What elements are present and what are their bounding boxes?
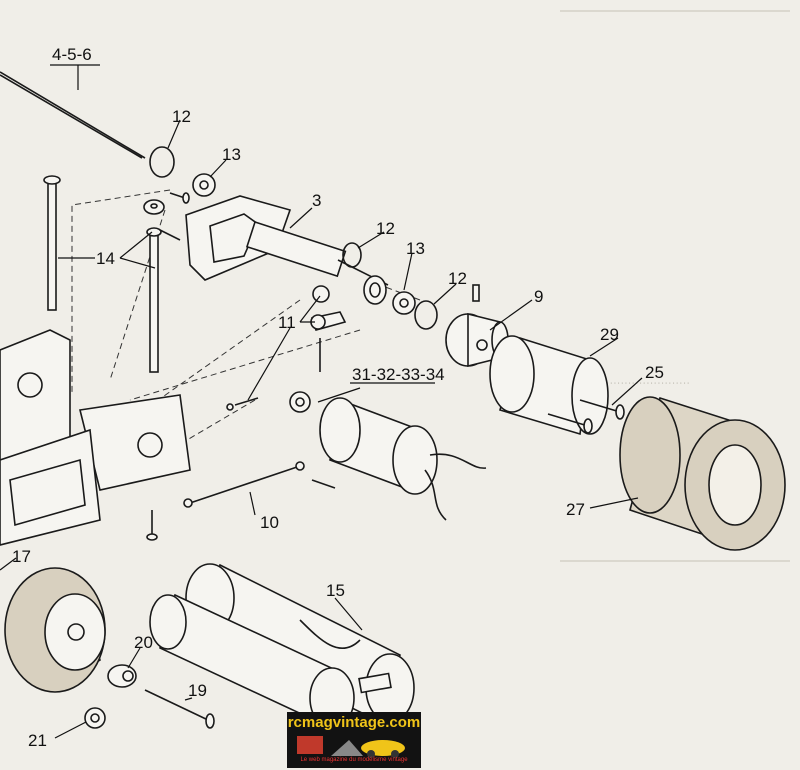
axle-rod xyxy=(0,71,146,159)
part-label: 25 xyxy=(645,363,664,382)
bearing xyxy=(192,173,216,197)
linkage-rod xyxy=(183,461,305,508)
part-label: 17 xyxy=(12,547,31,566)
part-label: 12 xyxy=(376,219,395,238)
wheel-bushing xyxy=(107,664,137,688)
motor-mount-plate xyxy=(185,195,389,305)
screw xyxy=(169,192,190,204)
pinion-gear xyxy=(289,391,311,413)
part-labels: 4-5-6 12 13 3 12 13 12 9 14 11 31-32-33-… xyxy=(12,45,664,750)
part-label: 21 xyxy=(28,731,47,750)
lock-nut xyxy=(84,707,106,729)
logo-tagline: Le web magazine du modélisme vintage xyxy=(300,757,408,763)
e-clip xyxy=(149,146,175,178)
rear-wheel-rim xyxy=(489,335,609,436)
battery-pack xyxy=(149,563,415,729)
part-label: 19 xyxy=(188,681,207,700)
part-label: 4-5-6 xyxy=(52,45,92,64)
set-screw xyxy=(472,284,480,302)
wheel-screw xyxy=(547,399,625,434)
part-label: 13 xyxy=(406,239,425,258)
part-label: 20 xyxy=(134,633,153,652)
front-tire xyxy=(4,567,106,693)
part-label: 27 xyxy=(566,500,585,519)
rear-tire xyxy=(619,396,786,551)
e-clip xyxy=(342,242,362,268)
logo-artwork xyxy=(297,736,405,758)
screw xyxy=(146,397,336,541)
axle-screw xyxy=(144,689,215,729)
washer xyxy=(143,199,165,215)
leader-lines xyxy=(0,64,643,739)
part-label: 11 xyxy=(278,313,296,332)
part-label: 12 xyxy=(172,107,191,126)
part-label: 9 xyxy=(534,287,543,306)
chassis-frame xyxy=(0,329,191,546)
body-post xyxy=(43,175,181,373)
electric-motor xyxy=(319,397,487,521)
logo-brand-text: rcmagvintage.com xyxy=(287,714,421,731)
bearing xyxy=(392,291,416,315)
part-label: 3 xyxy=(312,191,321,210)
part-label: 12 xyxy=(448,269,467,288)
part-label: 15 xyxy=(326,581,345,600)
e-clip xyxy=(414,300,438,330)
watermark-logo[interactable]: rcmagvintage.com Le web magazine du modé… xyxy=(287,712,421,768)
part-label: 13 xyxy=(222,145,241,164)
ball-joint xyxy=(310,285,347,372)
part-label: 31-32-33-34 xyxy=(352,365,445,384)
part-label: 10 xyxy=(260,513,279,532)
part-label: 29 xyxy=(600,325,619,344)
part-label: 14 xyxy=(96,249,115,268)
